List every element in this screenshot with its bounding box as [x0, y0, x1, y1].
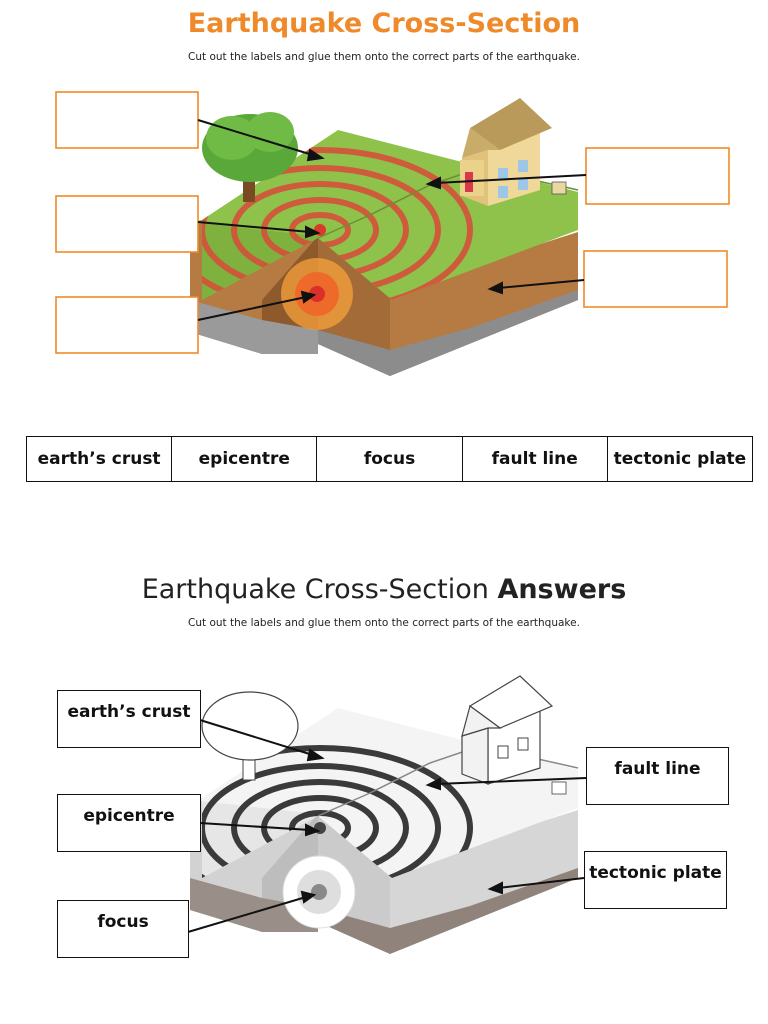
empty-label-box-4[interactable]	[586, 148, 729, 204]
strip-label-earths-crust[interactable]: earth’s crust	[27, 437, 172, 481]
answers-diagram	[170, 676, 578, 954]
answers-title-bold: Answers	[497, 574, 626, 605]
answer-label-epicentre: epicentre	[57, 794, 201, 852]
answer-label-fault-line: fault line	[586, 747, 729, 805]
answers-title-main: Earthquake Cross-Section	[142, 574, 489, 605]
empty-label-box-5[interactable]	[584, 251, 727, 307]
answer-label-tectonic-plate: tectonic plate	[584, 851, 727, 909]
strip-label-epicentre[interactable]: epicentre	[172, 437, 317, 481]
answer-label-earths-crust: earth’s crust	[57, 690, 201, 748]
answer-label-focus: focus	[57, 900, 189, 958]
answers-instructions: Cut out the labels and glue them onto th…	[0, 617, 768, 629]
empty-label-box-2[interactable]	[56, 196, 198, 252]
strip-label-focus[interactable]: focus	[317, 437, 462, 481]
strip-label-fault-line[interactable]: fault line	[463, 437, 608, 481]
cut-out-label-strip: earth’s crust epicentre focus fault line…	[26, 436, 753, 482]
answers-title: Earthquake Cross-Section Answers	[0, 574, 768, 605]
strip-label-tectonic-plate[interactable]: tectonic plate	[608, 437, 752, 481]
empty-label-box-3[interactable]	[56, 297, 198, 353]
empty-label-box-1[interactable]	[56, 92, 198, 148]
